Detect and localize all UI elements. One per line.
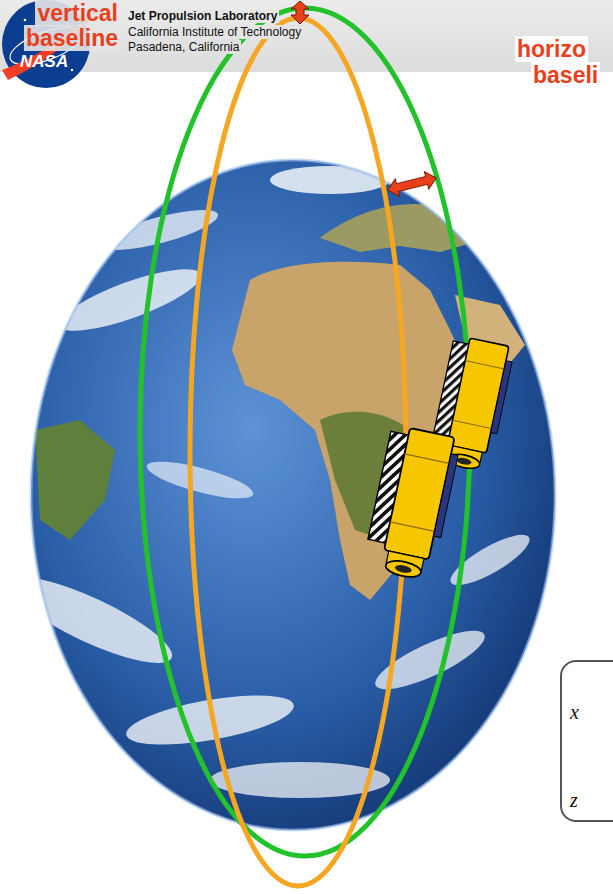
baseline-label-text: horizo baseli <box>515 36 600 88</box>
institution-name: California Institute of Technology <box>126 25 303 40</box>
math-symbol: z <box>570 788 578 812</box>
baseline-label: vertical baseline <box>20 1 120 51</box>
cloud <box>0 562 181 678</box>
cloud <box>53 257 206 342</box>
logo-star <box>71 69 73 71</box>
institution-name-text: California Institute of Technology <box>126 25 303 39</box>
cloud <box>270 166 390 194</box>
earth-rim <box>31 160 555 830</box>
logo-star <box>24 19 27 22</box>
equation-box: xz <box>560 660 613 822</box>
satellite <box>362 424 462 582</box>
south-america <box>35 420 115 540</box>
europe <box>320 204 482 252</box>
orange-orbit <box>190 18 406 886</box>
math-symbol: x <box>570 700 579 724</box>
logo-lettering: NASA <box>18 52 70 72</box>
institution-address-text: Pasadena, California <box>126 40 241 54</box>
horizontal-baseline-arrow <box>386 169 439 199</box>
vertical-baseline-arrow <box>291 1 309 24</box>
logo-lettering-text: NASA <box>18 52 70 71</box>
cloud <box>144 454 256 506</box>
earth-globe <box>31 160 555 830</box>
institution-name-text: Jet Propulsion Laboratory <box>126 9 279 23</box>
institution-address: Pasadena, California <box>126 40 241 55</box>
institution-name: Jet Propulsion Laboratory <box>126 9 279 24</box>
baseline-label: horizo baseli <box>515 36 611 88</box>
baseline-label-text: vertical baseline <box>24 0 120 51</box>
